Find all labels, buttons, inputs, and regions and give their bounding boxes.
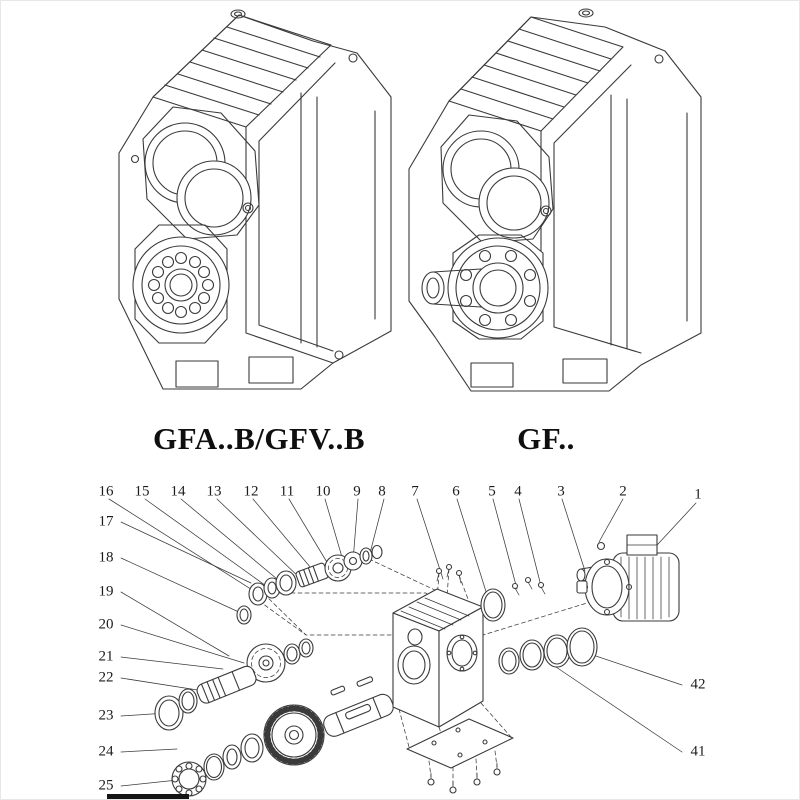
pinion-shaft-large <box>196 665 257 704</box>
bolt-head <box>242 202 254 214</box>
output-shaft-exploded <box>323 693 394 737</box>
bearing-boss <box>134 224 228 344</box>
part-callout-21: 21 <box>98 648 114 665</box>
cover-plate-assembly <box>406 718 514 794</box>
gearbox-drawing-gf <box>408 8 702 392</box>
output-bearing <box>132 236 230 334</box>
ball-bearing <box>171 761 207 797</box>
part-callout-23: 23 <box>98 707 114 724</box>
part-callout-2: 2 <box>619 483 627 500</box>
snap-ring <box>203 753 225 781</box>
part-callout-25: 25 <box>98 777 114 794</box>
bore-boss <box>142 106 260 240</box>
eye-bolt <box>596 541 606 551</box>
part-callout-16: 16 <box>98 483 114 500</box>
intermediate-gear <box>246 643 286 683</box>
part-callout-12: 12 <box>243 483 259 500</box>
part-callout-22: 22 <box>98 669 114 686</box>
gasket <box>480 588 506 622</box>
lifting-eye <box>230 9 246 19</box>
housing-screws <box>435 563 463 584</box>
cropped-content-bar <box>107 794 189 799</box>
pinion-shaft-small <box>295 562 329 588</box>
adapter-rings <box>498 627 598 675</box>
part-callout-7: 7 <box>411 483 419 500</box>
gasket-and-fasteners <box>480 566 598 622</box>
part-callout-3: 3 <box>557 483 565 500</box>
shaft-key-1 <box>330 685 346 696</box>
output-shaft-cluster <box>171 676 394 797</box>
exploded-motor <box>576 534 680 622</box>
part-callout-8: 8 <box>378 483 386 500</box>
part-callout-24: 24 <box>98 743 114 760</box>
part-callout-17: 17 <box>98 513 114 530</box>
leader-lines <box>108 498 697 787</box>
output-flange <box>447 237 549 339</box>
part-callout-41: 41 <box>690 743 706 760</box>
gear-bore-2 <box>176 160 252 236</box>
part-callout-42: 42 <box>690 676 706 693</box>
cooling-fins <box>164 26 321 116</box>
part-callout-15: 15 <box>134 483 150 500</box>
cooling-fins <box>460 28 612 120</box>
part-callout-19: 19 <box>98 583 114 600</box>
phantom-lines <box>258 558 640 786</box>
intermediate-gear-cluster <box>154 638 314 731</box>
exploded-housing <box>392 588 484 728</box>
input-shaft-parts-cluster <box>236 544 383 625</box>
gearbox-drawing-gfab-gfvb <box>118 9 392 390</box>
part-callout-14: 14 <box>170 483 186 500</box>
gear-small-2 <box>343 551 363 571</box>
part-callout-9: 9 <box>353 483 361 500</box>
part-callout-4: 4 <box>514 483 522 500</box>
bolt-head <box>540 205 552 217</box>
output-gear <box>263 704 325 766</box>
output-shaft <box>421 268 482 308</box>
part-callout-6: 6 <box>452 483 460 500</box>
side-panel-ribs <box>553 64 688 354</box>
motor-shaft-stub <box>576 580 588 594</box>
part-callout-11: 11 <box>279 483 295 500</box>
part-callout-18: 18 <box>98 549 114 566</box>
mounting-feet <box>175 356 294 388</box>
gear-bore-2 <box>478 167 550 239</box>
part-callout-13: 13 <box>206 483 222 500</box>
output-flange-plate <box>452 234 544 340</box>
mounting-feet <box>470 358 608 388</box>
side-panel-ribs <box>258 62 376 352</box>
lifting-eye <box>578 8 594 18</box>
model-title-left: GFA..B/GFV..B <box>152 421 366 456</box>
part-callout-5: 5 <box>488 483 496 500</box>
exploded-parts-diagram <box>107 498 697 799</box>
part-callout-1: 1 <box>694 486 702 503</box>
part-callout-20: 20 <box>98 616 114 633</box>
bore-boss <box>440 114 554 244</box>
shaft-key-2 <box>356 676 374 687</box>
model-title-right: GF.. <box>517 421 575 456</box>
part-callout-10: 10 <box>315 483 331 500</box>
